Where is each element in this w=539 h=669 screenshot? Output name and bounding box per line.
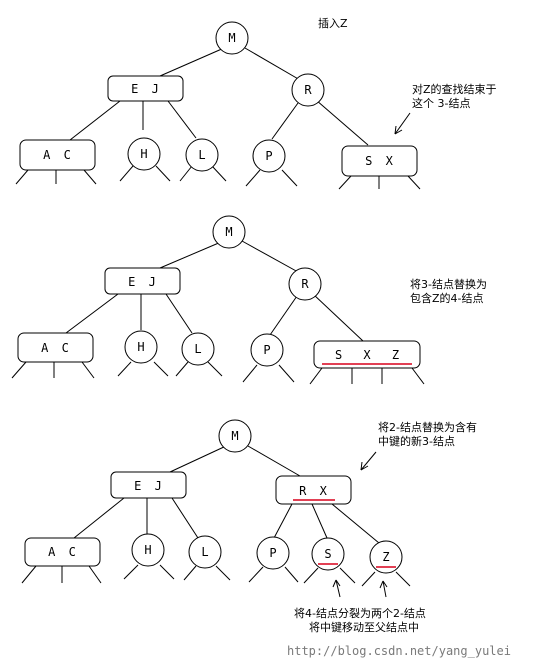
stage3-l-label: L bbox=[201, 545, 208, 559]
stage3-z-label: Z bbox=[382, 550, 389, 564]
watermark-url: http://blog.csdn.net/yang_yulei bbox=[287, 644, 511, 658]
stage1-ac-label: A C bbox=[43, 148, 71, 162]
stage3-ej-node bbox=[110, 471, 187, 499]
stage1-r-label: R bbox=[304, 83, 312, 97]
stage3-split-arrow-s bbox=[335, 579, 341, 598]
stage2-note-line1: 将3-结点替换为 bbox=[410, 277, 487, 291]
stage3-p-node bbox=[256, 536, 290, 570]
stage2-h-label: H bbox=[137, 340, 144, 354]
stage1-root-label: M bbox=[228, 31, 235, 45]
stage2-ac-label: A C bbox=[41, 341, 69, 355]
stage3-s-node bbox=[311, 537, 345, 571]
stage3-ac-node bbox=[24, 537, 101, 567]
stage2-r-node bbox=[288, 267, 322, 301]
stage3-z-node bbox=[369, 540, 403, 574]
stage3-ac-label: A C bbox=[48, 545, 76, 559]
stage2-ej-node bbox=[104, 267, 181, 295]
stage1-l-node bbox=[185, 138, 219, 172]
stage3-note-bottom-line1: 将4-结点分裂为两个2-结点 bbox=[294, 607, 426, 620]
stage2-ej-label: E J bbox=[128, 275, 156, 289]
stage2-p-label: P bbox=[263, 343, 270, 357]
stage2-root-node bbox=[212, 215, 246, 249]
stage3-rx-node bbox=[275, 475, 352, 505]
stage3-note-top-line1: 将2-结点替换为含有 bbox=[378, 420, 477, 434]
stage1-note-arrow bbox=[394, 112, 411, 135]
stage-2: M E J R A C H L P S X Z 将3-结点替换为 包含Z的4-结… bbox=[11, 215, 487, 385]
stage1-r-node bbox=[291, 73, 325, 107]
stage3-root-node bbox=[218, 419, 252, 453]
stage2-r-label: R bbox=[301, 277, 309, 291]
stage1-ac-node bbox=[19, 139, 96, 171]
stage-3: M E J R X A C H L P S Z 将2-结点替换为含有 中键的新3… bbox=[21, 419, 477, 634]
stage3-ej-label: E J bbox=[134, 479, 162, 493]
stage1-ej-label: E J bbox=[131, 82, 159, 96]
stage-1: M E J R A C H L P S X 对Z的查找结束于 这个 3-结点 bbox=[15, 21, 497, 190]
stage1-note-line1: 对Z的查找结束于 bbox=[412, 82, 497, 96]
stage2-sxz-label: S X Z bbox=[335, 348, 399, 362]
stage2-l-node bbox=[181, 332, 215, 366]
stage2-ac-node bbox=[17, 332, 94, 363]
stage3-note-bottom-line2: 将中键移动至父结点中 bbox=[309, 620, 419, 634]
stage1-l-label: L bbox=[198, 148, 205, 162]
stage1-p-node bbox=[252, 139, 286, 173]
stage2-l-label: L bbox=[194, 342, 201, 356]
stage2-h-node bbox=[124, 330, 158, 364]
stage3-l-node bbox=[188, 535, 222, 569]
stage3-note-top-line2: 中键的新3-结点 bbox=[378, 434, 455, 448]
stage3-s-label: S bbox=[324, 547, 331, 561]
stage1-h-label: H bbox=[140, 147, 147, 161]
stage1-sx-label: S X bbox=[365, 154, 393, 168]
stage2-sxz-node bbox=[313, 340, 421, 369]
stage2-p-node bbox=[250, 333, 284, 367]
stage3-p-label: P bbox=[269, 546, 276, 560]
stage1-note-line2: 这个 3-结点 bbox=[412, 96, 470, 110]
stage3-note-top-arrow bbox=[360, 451, 377, 471]
stage3-rx-label: R X bbox=[299, 484, 327, 498]
diagram-title: 插入Z bbox=[318, 16, 348, 30]
stage1-sx-node bbox=[341, 145, 418, 177]
stage1-p-label: P bbox=[265, 149, 272, 163]
stage1-ej-node bbox=[107, 75, 184, 102]
stage3-h-node bbox=[131, 533, 165, 567]
stage3-split-arrow-z bbox=[382, 580, 387, 598]
stage2-root-label: M bbox=[225, 225, 232, 239]
stage1-h-node bbox=[127, 137, 161, 171]
stage1-root-node bbox=[215, 21, 249, 55]
stage2-note-line2: 包含Z的4-结点 bbox=[410, 291, 484, 305]
stage3-h-label: H bbox=[144, 543, 151, 557]
stage3-root-label: M bbox=[231, 429, 238, 443]
